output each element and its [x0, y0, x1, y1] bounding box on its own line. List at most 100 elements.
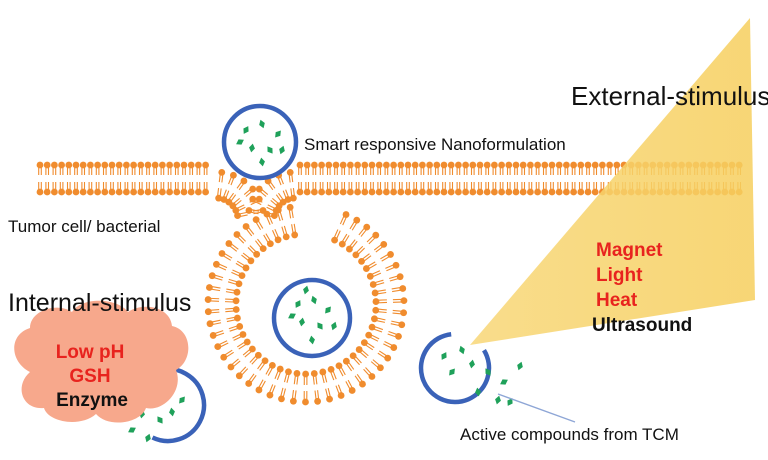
drug-particle: [459, 345, 465, 355]
external-item-magnet: Magnet: [596, 240, 663, 261]
lipid-molecule: [314, 390, 321, 405]
lipid-molecule: [355, 346, 369, 359]
lipid-molecule: [606, 161, 613, 175]
lipid-molecule: [202, 182, 210, 196]
lipid-molecule: [218, 250, 233, 261]
lipid-molecule: [519, 161, 527, 175]
lipid-molecule: [352, 245, 365, 259]
internal-stimulus-label: Internal-stimulus: [8, 289, 191, 317]
drug-particle: [267, 146, 273, 154]
lipid-molecule: [249, 195, 263, 206]
drug-particle: [325, 306, 331, 314]
lipid-molecule: [360, 339, 375, 351]
lipid-molecule: [527, 182, 534, 196]
lipid-molecule: [570, 161, 577, 175]
lipid-molecule: [354, 374, 366, 388]
nanoparticle: [271, 277, 353, 359]
drug-particle: [249, 143, 255, 153]
lipid-molecule: [462, 161, 469, 175]
lipid-molecule: [519, 182, 527, 196]
lipid-molecule: [345, 379, 356, 394]
lipid-molecule: [283, 368, 292, 383]
drug-particle: [303, 285, 309, 295]
external-stimulus-label: External-stimulus: [571, 81, 768, 111]
cell-label: Tumor cell/ bacterial: [8, 217, 160, 236]
lipid-molecule: [534, 182, 541, 196]
drug-particle: [259, 157, 265, 167]
lipid-molecule: [151, 161, 159, 175]
lipid-molecule: [373, 240, 388, 253]
lipid-molecule: [375, 161, 383, 175]
lipid-molecule: [282, 189, 292, 203]
lipid-molecule: [512, 182, 520, 196]
lipid-molecule: [362, 261, 377, 272]
lipid-molecule: [349, 216, 361, 231]
lipid-molecule: [591, 161, 599, 175]
lipid-molecule: [252, 216, 264, 231]
lipid-molecule: [361, 182, 369, 196]
lipid-molecule: [286, 203, 294, 219]
lipid-molecule: [339, 161, 347, 175]
lipid-molecule: [440, 182, 448, 196]
lipid-molecule: [173, 182, 181, 196]
lipid-molecule: [404, 182, 412, 196]
lipid-molecule: [159, 161, 166, 175]
lipid-molecule: [228, 171, 237, 186]
lipid-molecule: [51, 182, 58, 196]
lipid-molecule: [180, 161, 188, 175]
lipid-molecule: [274, 365, 284, 380]
drug-particle: [279, 145, 285, 155]
lipid-molecule: [404, 161, 412, 175]
lipid-molecule: [79, 182, 87, 196]
lipid-molecule: [591, 182, 599, 196]
lipid-molecule: [505, 161, 513, 175]
drug-particle: [507, 398, 513, 406]
lipid-molecule: [289, 390, 297, 405]
lipid-molecule: [498, 182, 505, 196]
lipid-molecule: [311, 182, 318, 196]
lipid-molecule: [369, 279, 385, 288]
lipid-molecule: [390, 182, 397, 196]
lipid-molecule: [241, 252, 255, 265]
lipid-molecule: [426, 182, 433, 196]
lipid-molecule: [371, 289, 387, 297]
lipid-molecule: [204, 296, 220, 303]
lipid-molecule: [123, 182, 130, 196]
lipid-molecule: [293, 370, 301, 385]
lipid-molecule: [584, 182, 592, 196]
lipid-molecule: [419, 161, 426, 175]
lipid-molecule: [310, 370, 318, 385]
lipid-molecule: [108, 182, 116, 196]
lipid-molecule: [433, 161, 441, 175]
lipid-molecule: [555, 161, 563, 175]
drug-particle: [259, 119, 265, 129]
lipid-molecule: [220, 349, 234, 361]
lipid-molecule: [36, 161, 44, 175]
lipid-molecule: [377, 350, 392, 362]
lipid-molecule: [228, 323, 244, 332]
lipid-molecule: [242, 223, 255, 237]
lipid-molecule: [469, 182, 477, 196]
drug-particle: [236, 139, 244, 145]
lipid-molecule: [385, 261, 400, 272]
lipid-molecule: [36, 182, 44, 196]
lipid-molecule: [224, 297, 240, 305]
lipid-molecule: [372, 306, 387, 314]
lipid-molecule: [227, 278, 243, 288]
lipid-molecule: [311, 161, 318, 175]
lipid-molecule: [249, 351, 262, 365]
lipid-molecule: [266, 384, 276, 399]
drug-particle: [157, 416, 163, 424]
lipid-molecule: [383, 182, 390, 196]
lipid-molecule: [173, 161, 181, 175]
drug-particle: [275, 130, 281, 138]
lipid-molecule: [303, 161, 311, 175]
external-item-light: Light: [596, 265, 643, 286]
drug-particle: [128, 427, 136, 433]
lipid-molecule: [483, 161, 491, 175]
lipid-molecule: [206, 284, 221, 292]
lipid-molecule: [255, 379, 266, 394]
lipid-molecule: [302, 370, 310, 386]
cloud: [14, 300, 189, 423]
lipid-molecule: [245, 207, 260, 215]
